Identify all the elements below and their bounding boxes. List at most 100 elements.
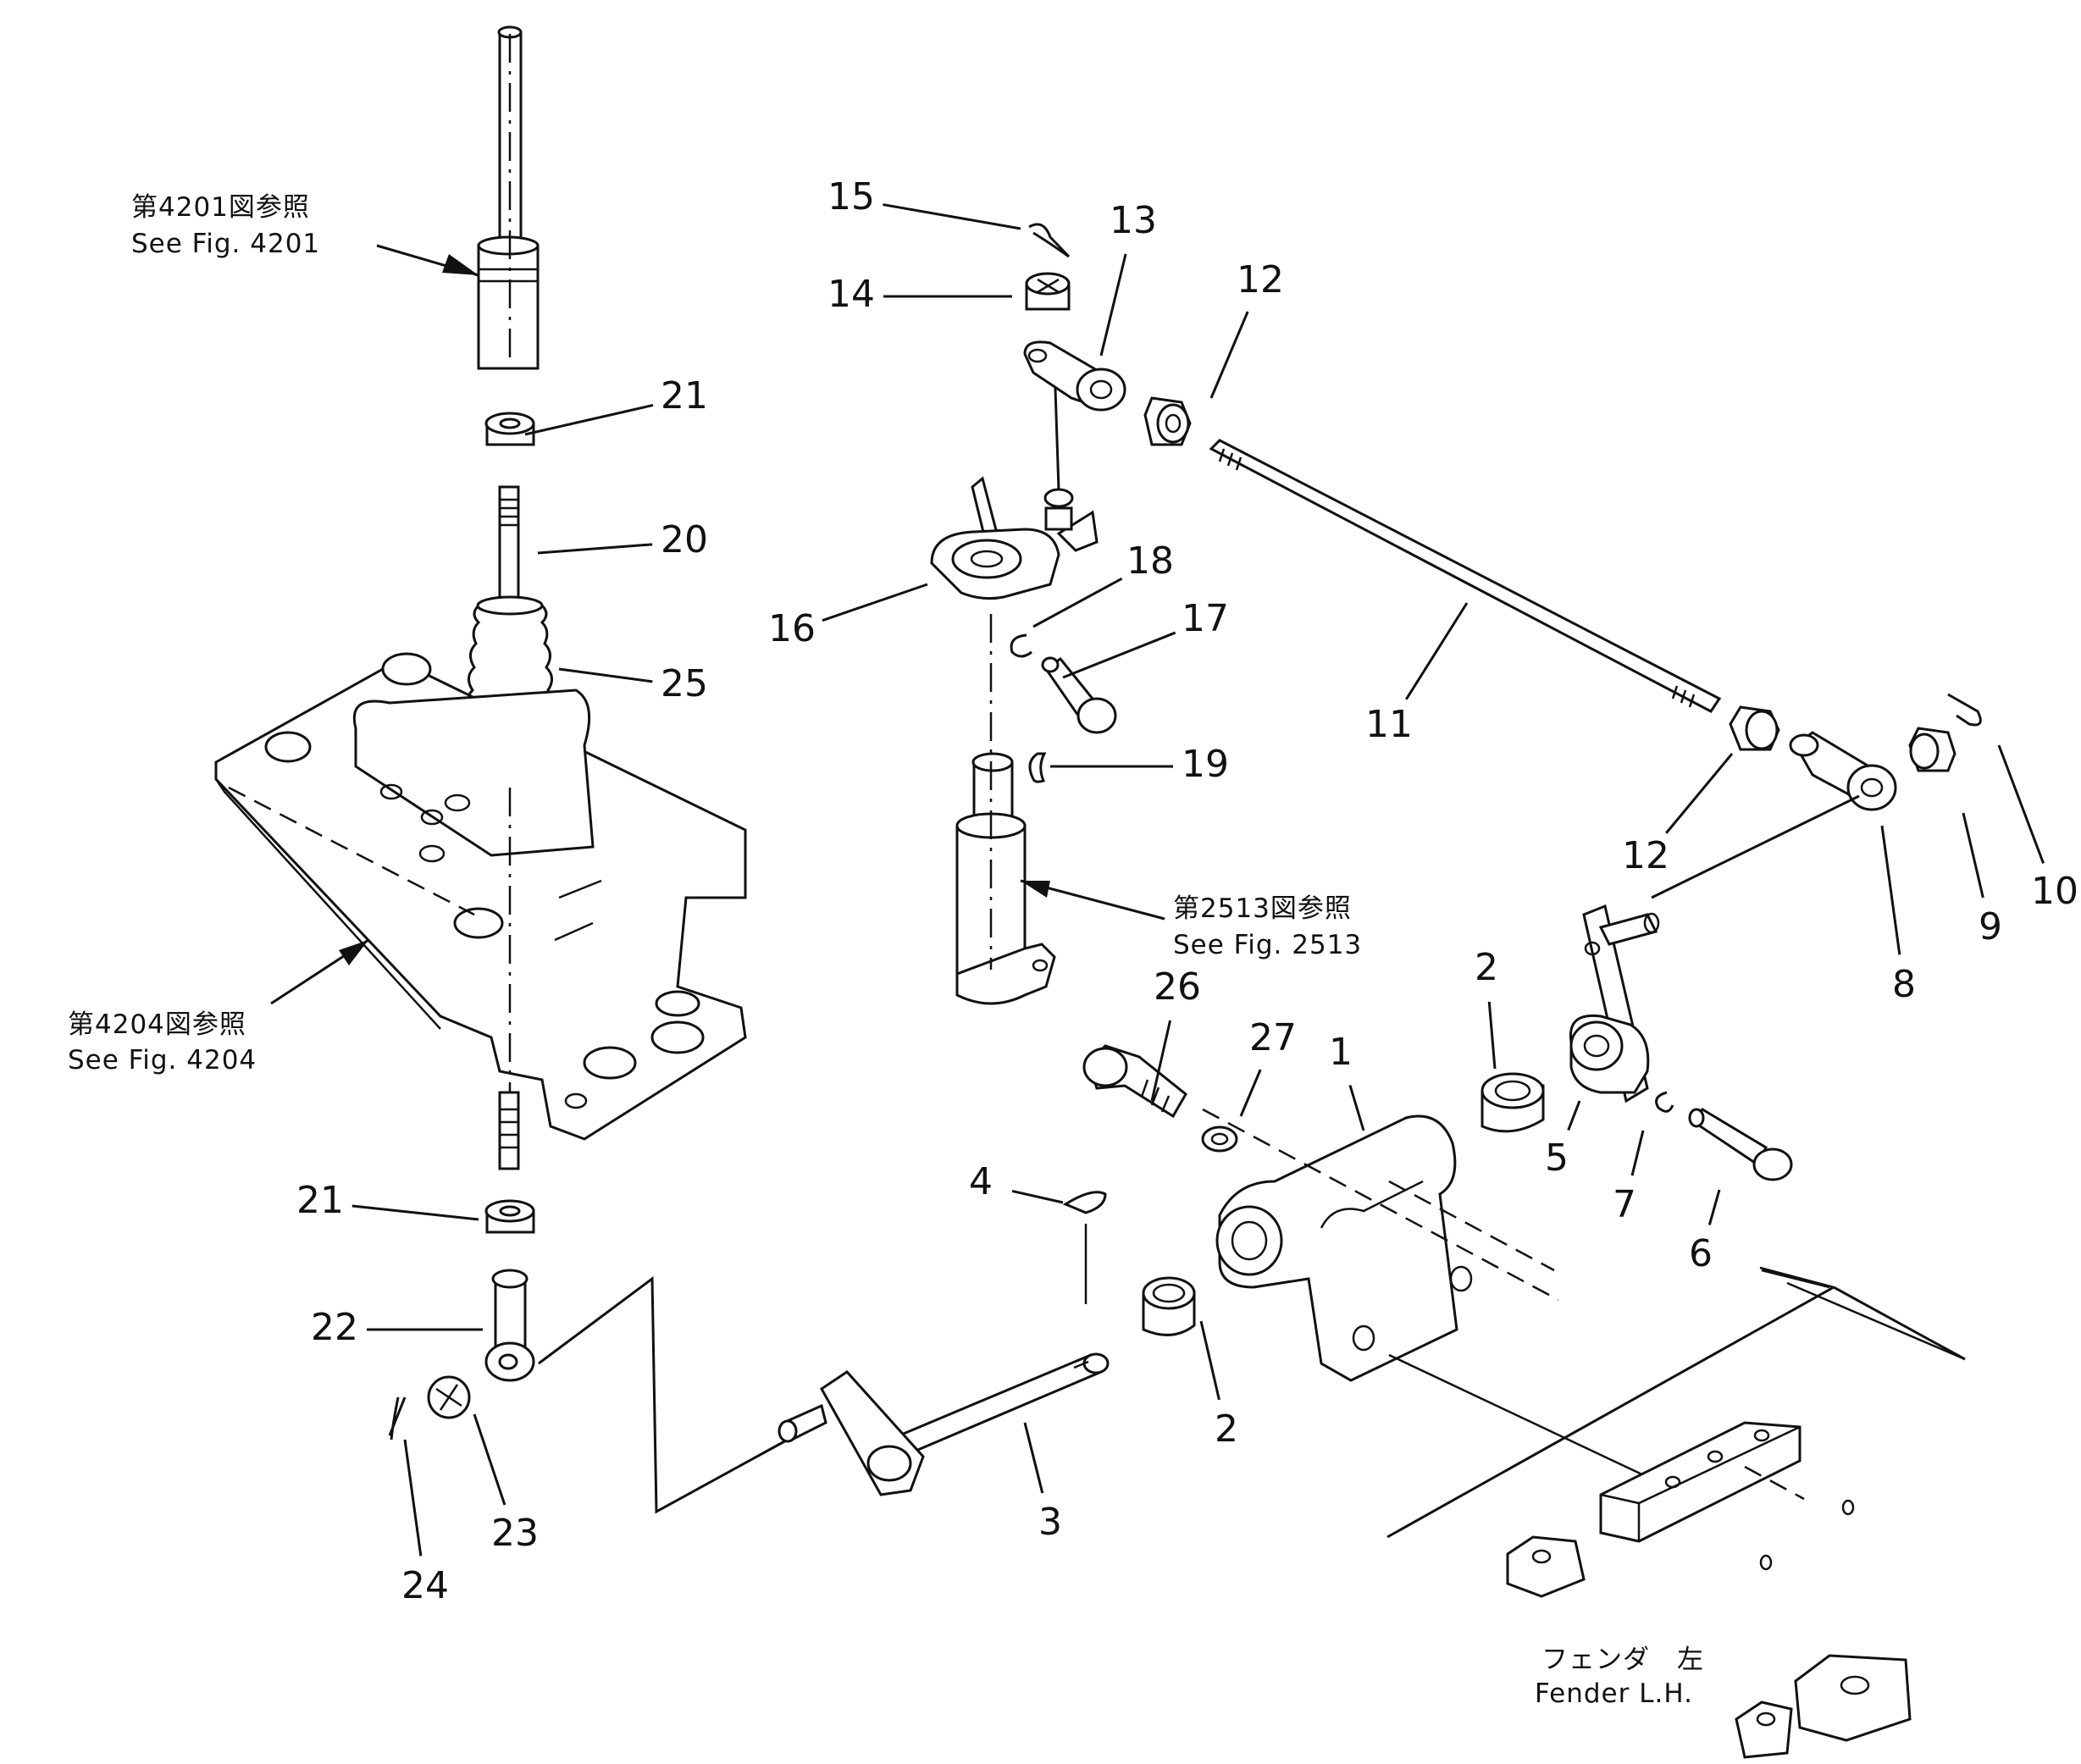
shift-lever-rod (477, 25, 540, 370)
stud-20 (498, 485, 520, 607)
leader-line-21 (351, 1204, 479, 1221)
leader-line-2 (1487, 1001, 1497, 1070)
leader-line-6 (1707, 1189, 1721, 1225)
note-fender-jp: フェンダ 左 (1541, 1645, 1704, 1675)
leader-line-9 (1962, 812, 1984, 899)
leader-line-20 (537, 543, 653, 555)
bushing-2-upper (1480, 1072, 1545, 1133)
cotter-pin-15 (1028, 223, 1071, 258)
part-number-9: 9 (1979, 905, 2002, 948)
leader-line-24 (403, 1439, 423, 1557)
part-number-25: 25 (661, 662, 708, 705)
cotter-pin-10 (1947, 693, 1982, 727)
washer-27 (1201, 1125, 1238, 1153)
nut-12-upper (1143, 396, 1192, 446)
part-number-2: 2 (1215, 1407, 1238, 1451)
part-number-12: 12 (1237, 258, 1284, 301)
part-number-6: 6 (1689, 1232, 1713, 1275)
leader-line-5 (1567, 1100, 1581, 1131)
bolt-6 (1688, 1107, 1793, 1181)
part-number-10: 10 (2031, 870, 2078, 913)
leader-line-12 (1209, 311, 1249, 399)
nut-21-lower (484, 1199, 535, 1234)
rod-end-22 (484, 1269, 535, 1382)
bracket-1 (1215, 1114, 1473, 1382)
leader-line-11 (1404, 602, 1469, 700)
key-4 (1062, 1191, 1107, 1214)
part-number-8: 8 (1892, 963, 1916, 1006)
leader-line-17 (1062, 631, 1176, 679)
part-number-15: 15 (827, 175, 875, 218)
bolt-26 (1082, 1044, 1187, 1119)
nut-21-upper (484, 412, 535, 446)
part-number-23: 23 (491, 1512, 539, 1555)
rod-end-8 (1789, 731, 1897, 811)
rod-11 (1209, 439, 1722, 713)
note-fig4201-jp: 第4201図参照 (131, 192, 310, 223)
part-number-1: 1 (1329, 1031, 1353, 1074)
leader-line-15 (883, 203, 1021, 230)
snap-ring-18 (1010, 633, 1032, 658)
note-fig2513-jp: 第2513図参照 (1173, 893, 1352, 924)
rod-end-13 (1023, 340, 1126, 412)
leader-line-4 (1011, 1189, 1064, 1204)
lever-shaft-3 (778, 1352, 1110, 1496)
part-number-21: 21 (661, 374, 708, 417)
part-number-13: 13 (1110, 199, 1157, 242)
note-fig4204-en: See Fig. 4204 (68, 1045, 257, 1076)
leader-line-3 (1023, 1422, 1044, 1494)
part-number-22: 22 (311, 1306, 358, 1349)
castle-nut-14 (1025, 272, 1071, 311)
leader-line-21 (524, 404, 654, 436)
part-number-19: 19 (1182, 743, 1229, 786)
nut-12-lower (1729, 705, 1780, 751)
nut-9 (1908, 727, 1956, 772)
part-number-16: 16 (768, 607, 816, 650)
note-fig4201-en: See Fig. 4201 (131, 229, 320, 259)
part-number-2: 2 (1475, 946, 1498, 989)
leader-line-16 (822, 583, 928, 622)
part-number-27: 27 (1249, 1016, 1297, 1059)
part-number-20: 20 (661, 518, 708, 561)
leader-line-8 (1880, 825, 1901, 955)
cotter-pin-24 (388, 1396, 407, 1441)
leader-lines (351, 203, 2045, 1557)
snap-ring-7 (1655, 1091, 1674, 1113)
key-19 (1028, 752, 1047, 783)
note-fender-en: Fender L.H. (1535, 1678, 1693, 1709)
part-number-24: 24 (401, 1564, 449, 1607)
part-number-14: 14 (827, 273, 875, 316)
leader-line-26 (1150, 1020, 1172, 1102)
leader-line-25 (558, 667, 653, 683)
leader-line-10 (1997, 744, 2045, 864)
leader-line-12 (1665, 753, 1734, 834)
bushing-2-lower (1142, 1276, 1196, 1336)
leader-line-23 (473, 1413, 506, 1506)
part-number-18: 18 (1126, 539, 1174, 583)
lever-arm-5 (1569, 904, 1660, 1103)
part-number-5: 5 (1545, 1136, 1569, 1180)
part-number-7: 7 (1613, 1183, 1636, 1226)
leader-line-13 (1099, 253, 1127, 357)
leader-line-7 (1630, 1130, 1645, 1176)
leader-line-27 (1239, 1069, 1262, 1117)
part-number-26: 26 (1154, 965, 1201, 1009)
note-fig4204-jp: 第4204図参照 (68, 1009, 246, 1040)
part-number-3: 3 (1038, 1501, 1062, 1544)
pivot-shaft (955, 614, 1056, 1005)
part-number-4: 4 (969, 1160, 993, 1203)
fender-blocks (1506, 1421, 1912, 1759)
leader-line-2 (1199, 1320, 1220, 1401)
part-number-17: 17 (1182, 597, 1229, 640)
note-fig2513-en: See Fig. 2513 (1173, 930, 1362, 960)
lever-16 (930, 363, 1099, 600)
leader-line-18 (1032, 577, 1123, 628)
part-number-12: 12 (1622, 834, 1669, 877)
leader-line-1 (1348, 1084, 1365, 1131)
part-number-11: 11 (1365, 703, 1413, 746)
mounting-bracket (214, 652, 747, 1141)
stud-lower (498, 1091, 520, 1170)
bolt-17 (1041, 656, 1117, 734)
